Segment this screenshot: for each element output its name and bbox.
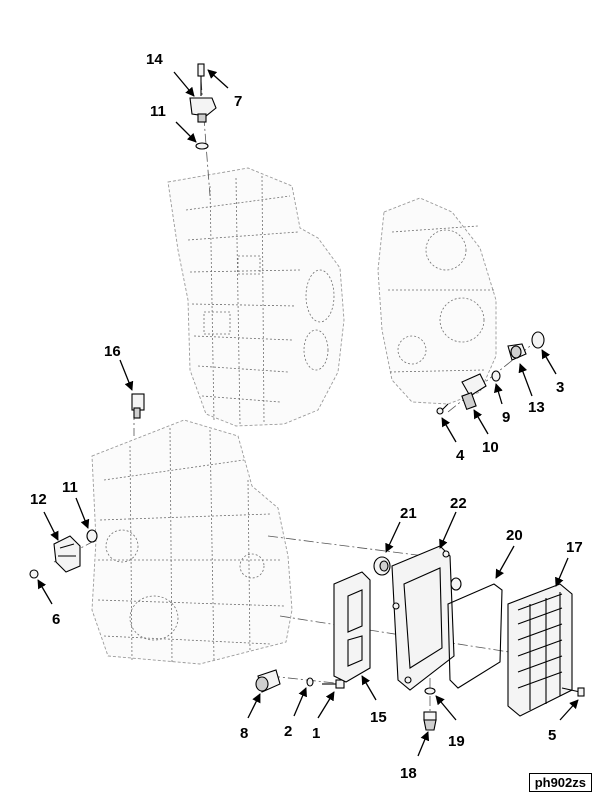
washer-part-2 (306, 677, 314, 687)
callout-11-upper: 11 (150, 103, 166, 120)
sensor-part-10 (461, 373, 487, 410)
callout-18: 18 (400, 765, 417, 782)
callout-labels: 14 7 11 3 13 9 10 4 16 12 11 6 21 22 20 … (30, 51, 583, 782)
bolt-part-5 (561, 687, 585, 697)
callout-22: 22 (450, 495, 467, 512)
engine-block-lower (91, 419, 293, 665)
callout-13: 13 (528, 399, 545, 416)
figure-reference-code: ph902zs (528, 773, 592, 792)
cover-part-12 (53, 535, 81, 573)
plug-part-21 (373, 556, 391, 576)
sensor-part-16 (131, 393, 145, 419)
o-ring-part-9 (491, 370, 501, 382)
bolt-part-4 (436, 403, 449, 415)
gear-housing (377, 197, 497, 405)
o-ring-part-11-upper (195, 142, 209, 150)
mounting-frame-part-22 (391, 545, 462, 691)
callout-6: 6 (52, 611, 60, 628)
callout-3: 3 (556, 379, 564, 396)
callout-2: 2 (284, 723, 292, 740)
callout-20: 20 (506, 527, 523, 544)
callout-7: 7 (234, 93, 242, 110)
callout-8: 8 (240, 725, 248, 742)
control-module-part-17 (507, 583, 573, 717)
callout-16: 16 (104, 343, 121, 360)
callout-9: 9 (502, 409, 510, 426)
callout-11-lower: 11 (62, 479, 78, 496)
sensor-part-14 (189, 97, 217, 123)
callout-5: 5 (548, 727, 556, 744)
bolt-part-7 (197, 63, 205, 96)
engine-block-upper (167, 167, 345, 427)
callout-4: 4 (456, 447, 465, 464)
gasket-part-20 (447, 583, 503, 689)
bolt-part-1 (322, 679, 345, 689)
callout-10: 10 (482, 439, 499, 456)
o-ring-part-3 (531, 331, 545, 349)
bolt-part-6 (29, 569, 39, 579)
callout-12: 12 (30, 491, 47, 508)
callout-1: 1 (312, 725, 320, 742)
o-ring-part-19 (424, 687, 436, 695)
callout-17: 17 (566, 539, 583, 556)
o-ring-part-11-lower (86, 529, 98, 543)
sensor-part-8 (255, 669, 281, 693)
callout-15: 15 (370, 709, 387, 726)
callout-19: 19 (448, 733, 465, 750)
plug-part-18 (423, 711, 437, 731)
bracket-part-15 (333, 571, 371, 683)
callout-14: 14 (146, 51, 163, 68)
plug-part-13 (507, 343, 527, 361)
leader-arrows (37, 69, 579, 757)
callout-21: 21 (400, 505, 417, 522)
